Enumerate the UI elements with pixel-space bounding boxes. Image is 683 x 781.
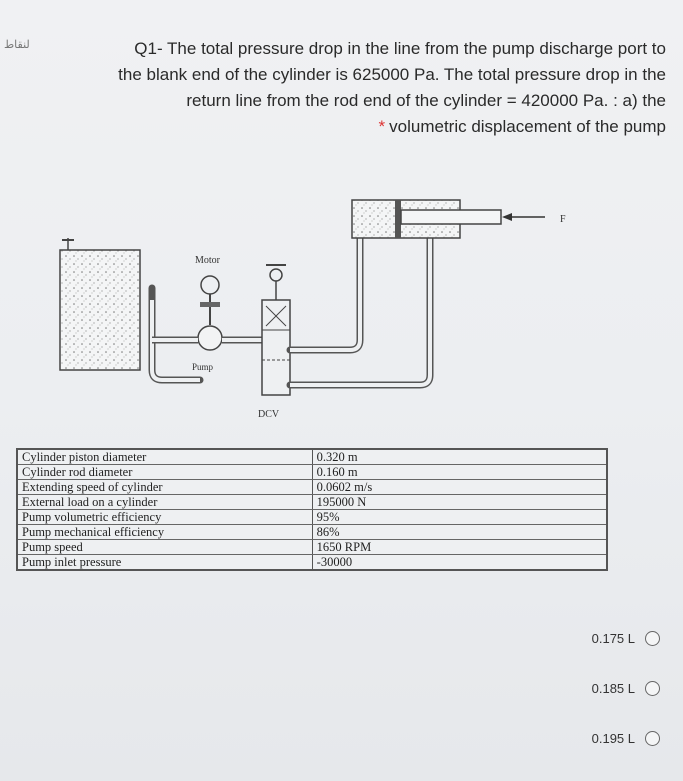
- question-line-4: *volumetric displacement of the pump: [30, 114, 666, 140]
- force-label: F: [560, 214, 566, 225]
- parameter-name: Pump speed: [17, 539, 313, 555]
- parameter-name: Cylinder piston diameter: [17, 449, 313, 465]
- parameter-value: -30000: [312, 554, 607, 571]
- parameter-name: Pump volumetric efficiency: [17, 509, 313, 525]
- parameter-name: External load on a cylinder: [17, 494, 313, 510]
- parameter-name: Extending speed of cylinder: [17, 479, 313, 495]
- answer-option-label: 0.175 L: [591, 630, 635, 646]
- parameter-value: 95%: [312, 509, 607, 525]
- question-text: Q1- The total pressure drop in the line …: [30, 36, 666, 140]
- pump: Pump: [192, 325, 223, 372]
- parameter-value: 86%: [312, 524, 607, 540]
- radio-button[interactable]: [645, 680, 660, 696]
- answer-option-label: 0.185 L: [591, 680, 635, 696]
- points-label: لنقاط: [4, 39, 30, 51]
- parameter-value: 0.160 m: [312, 464, 607, 480]
- question-line-2: the blank end of the cylinder is 625000 …: [118, 65, 666, 84]
- parameter-value: 1650 RPM: [312, 539, 607, 555]
- radio-button[interactable]: [645, 730, 660, 746]
- question-line-3: return line from the rod end of the cyli…: [186, 91, 666, 110]
- hydraulic-cylinder: F: [351, 199, 566, 239]
- parameter-name: Pump mechanical efficiency: [17, 524, 313, 540]
- question-line-4-text: volumetric displacement of the pump: [389, 117, 666, 136]
- radio-button[interactable]: [645, 630, 660, 646]
- directional-control-valve: DCV: [258, 264, 291, 420]
- required-marker: *: [378, 117, 386, 136]
- parameter-name: Cylinder rod diameter: [17, 464, 313, 480]
- answer-option[interactable]: 0.175 L: [520, 628, 660, 648]
- answer-option[interactable]: 0.195 L: [520, 728, 660, 748]
- answer-option[interactable]: 0.185 L: [520, 678, 660, 698]
- question-line-1: Q1- The total pressure drop in the line …: [134, 39, 666, 58]
- parameter-value: 0.320 m: [312, 449, 607, 465]
- hydraulic-circuit-diagram: Motor Pump DCV: [59, 199, 566, 420]
- dcv-label: DCV: [258, 409, 280, 420]
- motor-label: Motor: [195, 255, 221, 266]
- parameter-value: 195000 N: [312, 494, 607, 510]
- answer-options: 0.175 L 0.185 L 0.195 L: [520, 628, 660, 778]
- reservoir-tank: [59, 238, 141, 371]
- parameter-value: 0.0602 m/s: [312, 479, 607, 495]
- table-row: Pump inlet pressure-30000: [17, 554, 607, 571]
- parameter-name: Pump inlet pressure: [17, 554, 313, 571]
- pump-label: Pump: [192, 362, 214, 372]
- motor: Motor: [195, 255, 221, 325]
- answer-option-label: 0.195 L: [591, 730, 635, 746]
